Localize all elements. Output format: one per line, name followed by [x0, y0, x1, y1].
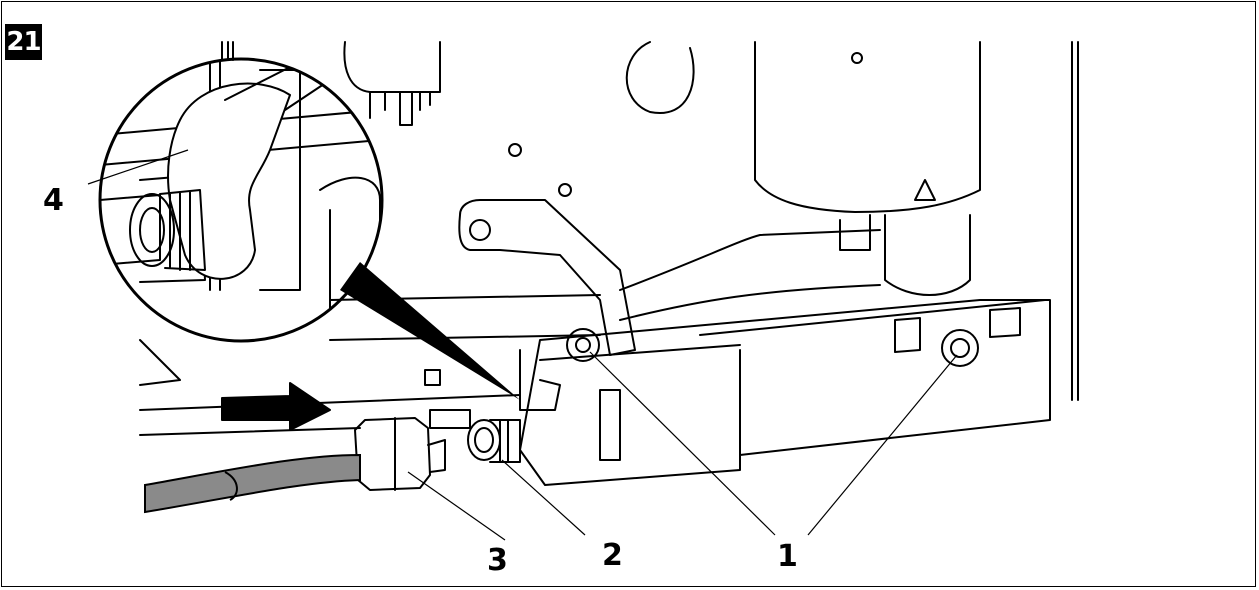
callout-1: 1 [777, 539, 798, 574]
figure-number-badge: 21 [5, 24, 42, 60]
leader-lines [87, 149, 958, 541]
leader-1a [589, 351, 776, 536]
leader-2 [501, 459, 586, 536]
wrench-icon [167, 82, 291, 280]
callout-2: 2 [602, 538, 623, 573]
magnifier-circle [98, 57, 384, 343]
callout-3: 3 [487, 543, 508, 578]
drain-pipe [884, 214, 971, 296]
fixing-screw-1 [566, 328, 600, 362]
relay-block [343, 41, 441, 93]
fixing-screw-2 [941, 329, 979, 367]
leader-1b [807, 354, 958, 536]
magnifier-pointer [340, 262, 520, 400]
top-port [625, 41, 695, 115]
inlet-thread [467, 419, 501, 461]
leader-4 [87, 149, 189, 185]
direction-arrow [221, 382, 331, 431]
tank [754, 41, 981, 213]
leader-3 [407, 471, 506, 541]
callout-4: 4 [43, 183, 64, 218]
hose-nut [354, 417, 431, 491]
mounting-bracket [458, 199, 636, 356]
inlet-hose [144, 453, 361, 514]
